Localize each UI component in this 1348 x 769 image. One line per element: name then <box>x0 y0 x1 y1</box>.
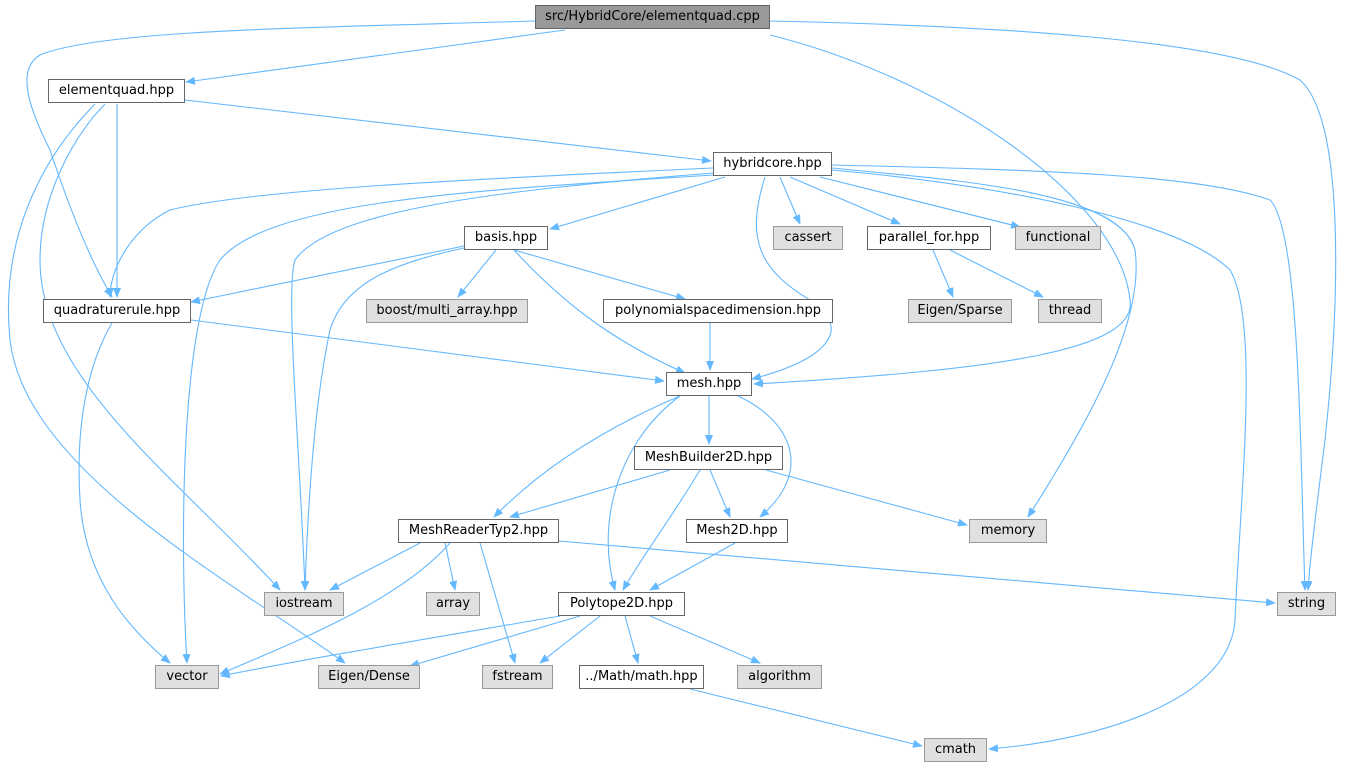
edge-polytope-to-algorithm <box>649 615 761 664</box>
node-eigen-sparse: Eigen/Sparse <box>908 299 1012 323</box>
edge-basis-to-boost <box>457 249 497 298</box>
edge-elementquad-to-eigendense <box>7 103 346 664</box>
edge-meshreader-to-iostream <box>329 542 421 591</box>
edge-hybridcore-to-parallel <box>789 176 901 225</box>
node-memory: memory <box>969 519 1047 543</box>
edge-polytope-to-math <box>624 615 640 664</box>
edge-mesh2d-to-polytope <box>649 542 736 591</box>
edge-root-to-elementquad <box>185 29 566 85</box>
edge-hybridcore-to-vector <box>182 174 714 664</box>
edge-hybridcore-to-string <box>831 164 1309 591</box>
edge-root-to-quadrature <box>26 20 536 298</box>
edge-math-to-cmath <box>689 688 923 748</box>
edge-meshreader-to-vector <box>219 542 451 675</box>
node-mesh-hpp[interactable]: mesh.hpp <box>666 372 752 396</box>
edge-hybridcore-to-iostream <box>291 172 714 591</box>
edge-hybridcore-to-functional <box>819 176 1021 229</box>
edge-polytope-to-vector <box>220 615 561 679</box>
node-string: string <box>1277 592 1336 616</box>
edge-hybridcore-to-memory <box>831 167 1137 518</box>
node-cassert: cassert <box>773 226 843 250</box>
edge-hybridcore-to-mesh <box>751 176 832 381</box>
node-algorithm: algorithm <box>737 665 822 689</box>
edge-hybridcore-to-cmath <box>831 169 1247 753</box>
node-eigen-dense: Eigen/Dense <box>318 665 420 689</box>
edge-elementquad-to-iostream <box>39 103 281 591</box>
node-mesh2d-hpp[interactable]: Mesh2D.hpp <box>686 519 788 543</box>
node-iostream: iostream <box>264 592 344 616</box>
edge-root-to-mesh <box>753 34 1131 388</box>
edge-polytope-to-fstream <box>539 615 601 664</box>
edge-mesh-to-meshreader <box>493 395 681 518</box>
edge-parallel-to-eigensparse <box>932 249 954 298</box>
node-quadraturerule-hpp[interactable]: quadraturerule.hpp <box>43 299 191 323</box>
node-elementquad-hpp[interactable]: elementquad.hpp <box>48 79 185 103</box>
edge-basis-to-quadrature <box>190 245 465 305</box>
edge-basis-to-iostream <box>301 247 465 591</box>
node-fstream: fstream <box>482 665 553 689</box>
node-basis-hpp[interactable]: basis.hpp <box>464 226 548 250</box>
node-vector: vector <box>155 665 219 689</box>
edge-hybridcore-to-cassert <box>779 176 801 225</box>
edge-hybridcore-to-basis <box>549 176 726 231</box>
node-meshreadertyp2-hpp[interactable]: MeshReaderTyp2.hpp <box>398 519 559 543</box>
edge-mesh-to-mesh2d <box>737 395 792 518</box>
node-parallel-for-hpp[interactable]: parallel_for.hpp <box>867 226 991 250</box>
edge-hybridcore-to-quadrature <box>106 167 714 298</box>
edge-meshreader-to-array <box>444 542 458 591</box>
edge-basis-to-mesh <box>513 249 686 374</box>
edge-quadrature-to-vector <box>78 322 171 664</box>
edge-basis-to-polyspace <box>513 249 686 301</box>
node-hybridcore-hpp[interactable]: hybridcore.hpp <box>713 152 832 176</box>
node-boost-multi-array: boost/multi_array.hpp <box>366 299 528 323</box>
node-thread: thread <box>1038 299 1102 323</box>
node-cmath: cmath <box>924 738 987 762</box>
edge-meshreader-to-fstream <box>479 542 517 664</box>
edge-root-to-string <box>769 20 1337 591</box>
node-meshbuilder2d-hpp[interactable]: MeshBuilder2D.hpp <box>634 446 783 470</box>
edge-meshbuilder-to-polytope <box>622 469 701 591</box>
edge-elementquad-to-hybridcore <box>184 99 712 164</box>
edge-polytope-to-eigendense <box>409 615 581 668</box>
edge-meshbuilder-to-memory <box>765 469 968 527</box>
edge-quadrature-to-mesh <box>190 319 665 384</box>
edge-parallel-to-thread <box>949 249 1044 298</box>
node-math-hpp[interactable]: ../Math/math.hpp <box>579 665 704 689</box>
edge-meshbuilder-to-meshreader <box>509 469 671 519</box>
edge-mesh-to-polytope <box>607 395 681 591</box>
node-array: array <box>426 592 480 616</box>
node-root-elementquad-cpp: src/HybridCore/elementquad.cpp <box>535 5 770 29</box>
edge-meshbuilder-to-mesh2d <box>709 469 731 518</box>
edge-meshreader-to-string <box>558 540 1276 607</box>
node-polynomialspacedimension-hpp[interactable]: polynomialspacedimension.hpp <box>603 299 833 323</box>
node-functional: functional <box>1015 226 1101 250</box>
node-polytope2d-hpp[interactable]: Polytope2D.hpp <box>558 592 685 616</box>
